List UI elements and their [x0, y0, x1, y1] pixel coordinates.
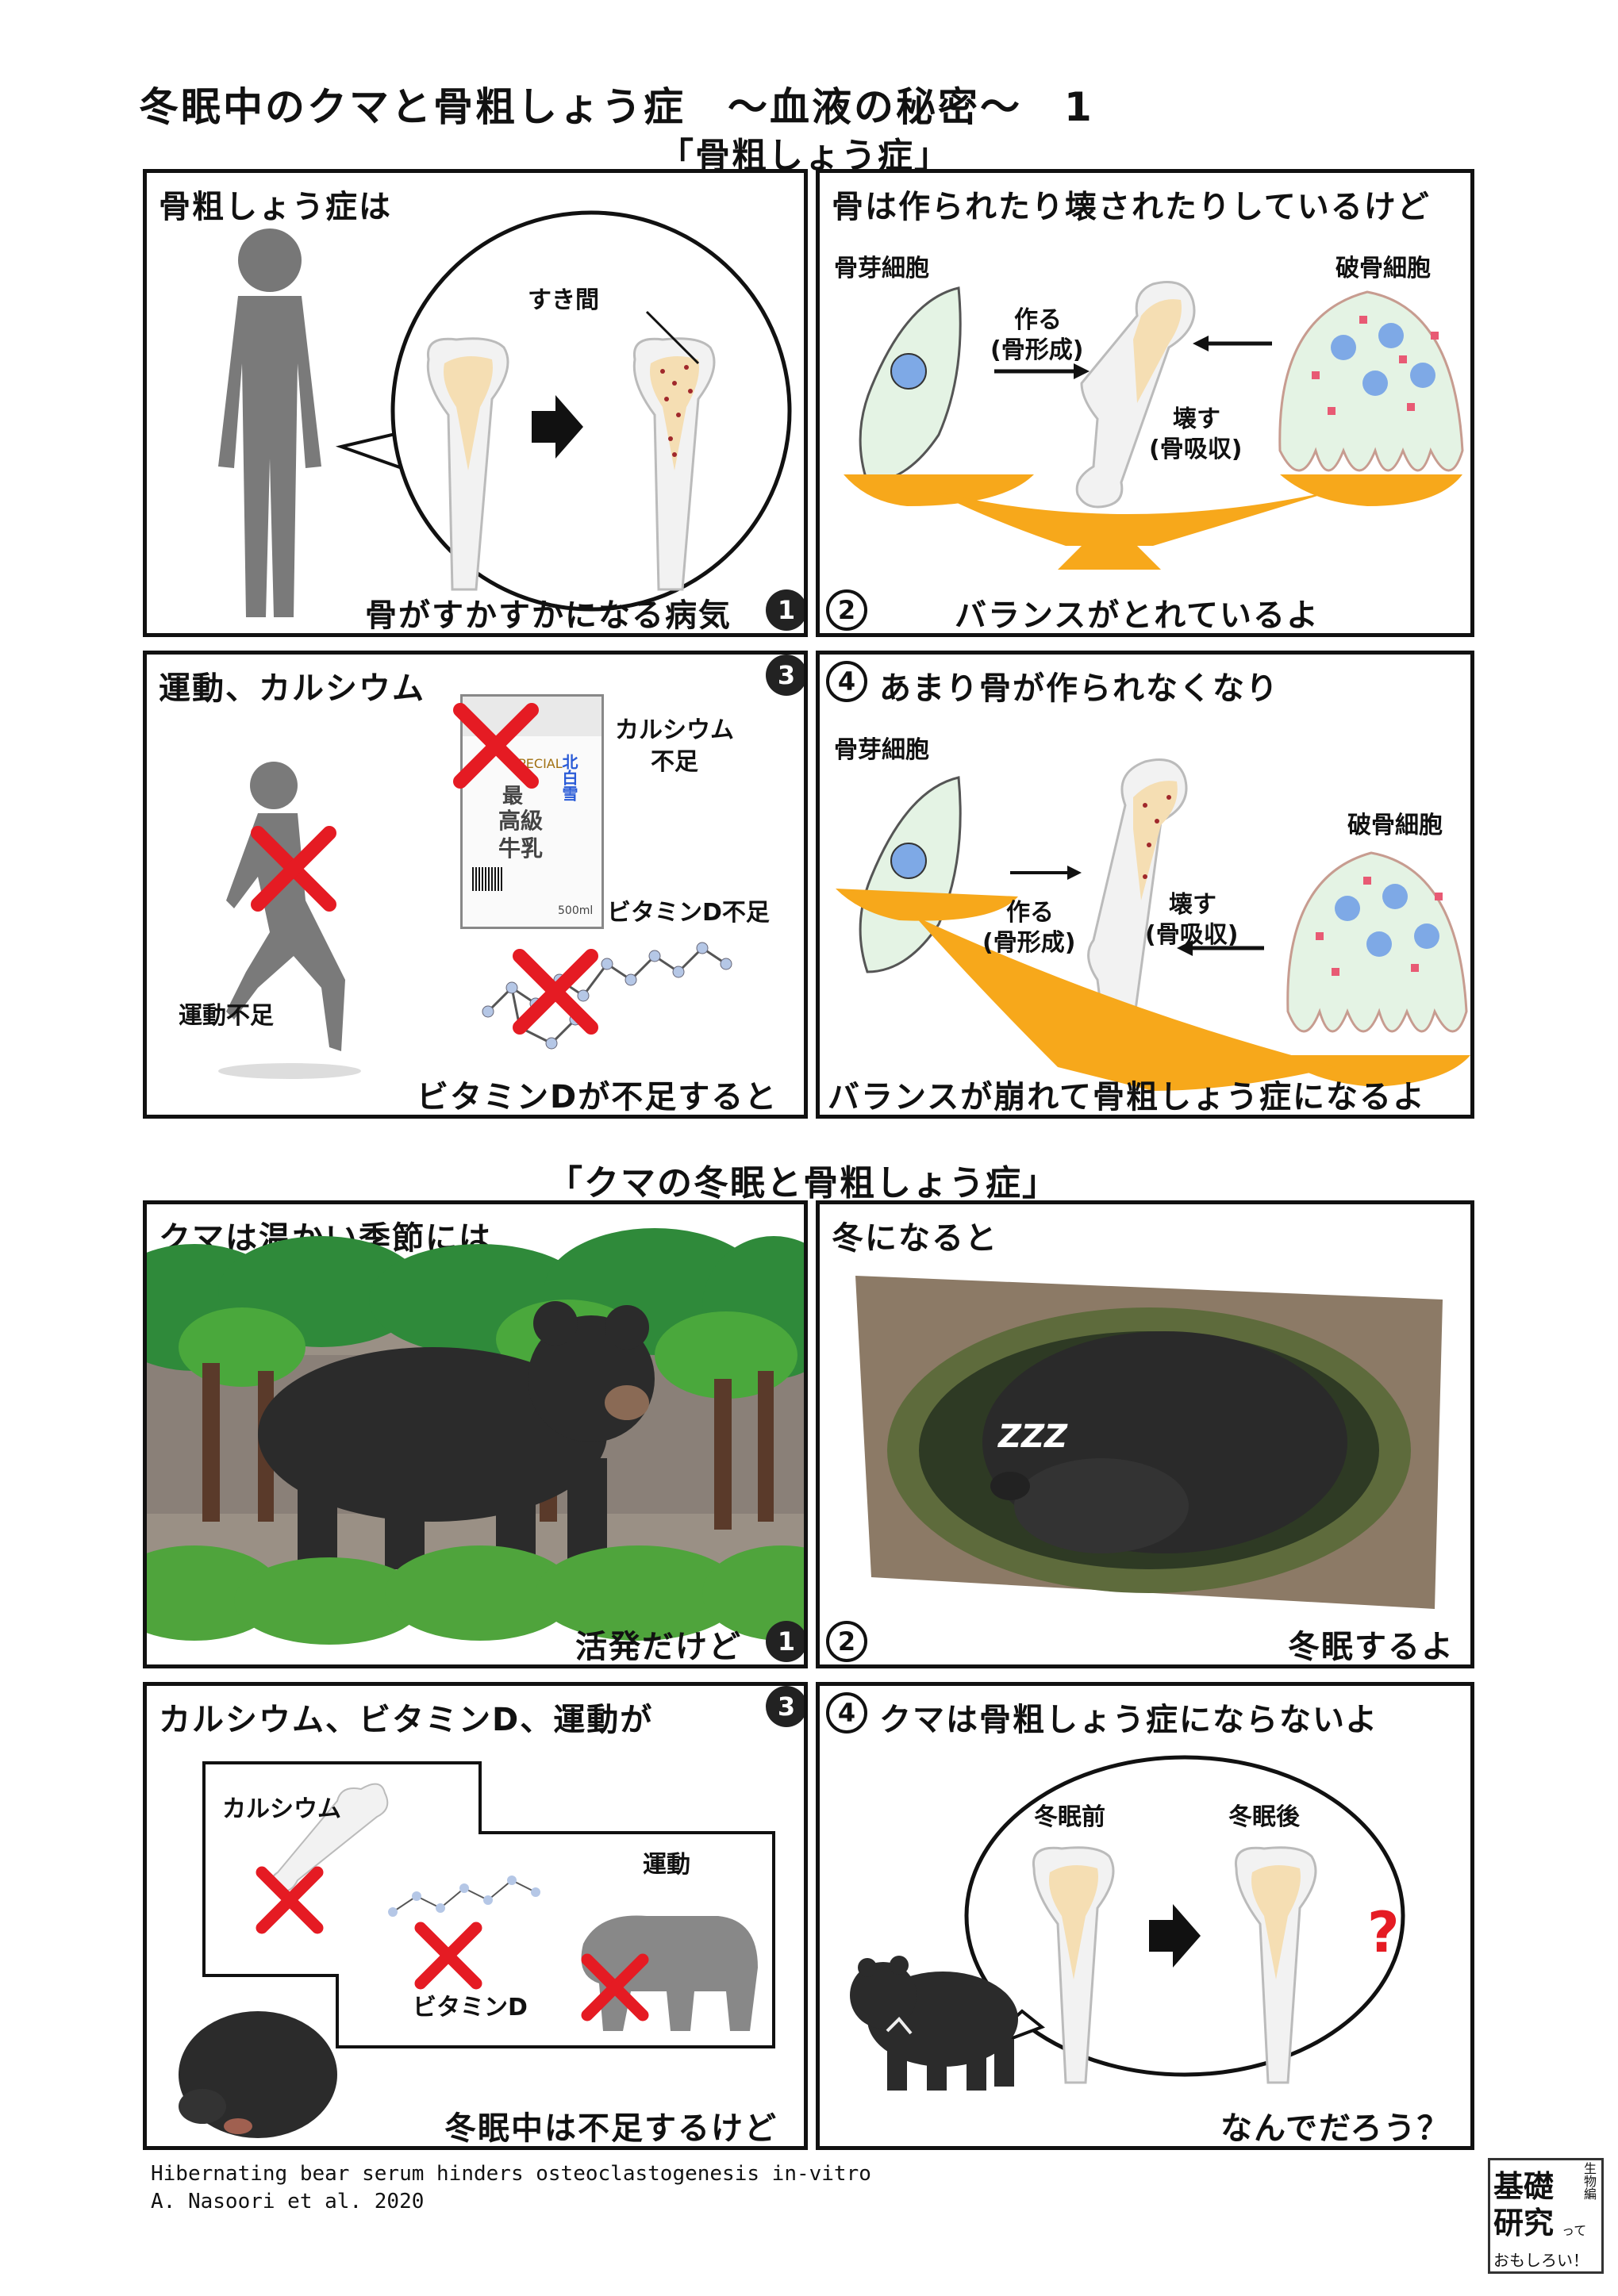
citation-author: A. Nasoori et al. 2020 [151, 2190, 425, 2213]
label-make-sub: (骨形成) [990, 336, 1084, 364]
label-calcium: カルシウム [615, 716, 734, 744]
panel-caption-bottom: 冬眠するよ [1288, 1629, 1455, 1665]
running-person [218, 762, 361, 1079]
panel-caption-top: 冬になると [832, 1220, 998, 1257]
panel-caption-bottom: なんでだろう？ [1220, 2110, 1451, 2147]
balance-scene [844, 281, 1464, 570]
milk-label-3: 牛乳 [498, 835, 544, 862]
label-after-hibernation: 冬眠後 [1228, 1803, 1300, 1831]
panel-caption-bottom: ビタミンDが不足すると [417, 1079, 778, 1115]
citation-title: Hibernating bear serum hinders osteoclas… [151, 2162, 871, 2186]
question-mark: ? [1367, 1900, 1400, 1965]
logo-text-3: 生物編 [1581, 2162, 1597, 2200]
logo-text-5: おもしろい！ [1493, 2251, 1589, 2270]
logo-text-4: って [1562, 2223, 1587, 2238]
panel-caption-top: 運動、カルシウム [159, 670, 425, 707]
logo-text-2: 研究 [1493, 2206, 1555, 2240]
cross-mark-icon [581, 1953, 649, 2021]
panel-caption-top: 骨粗しょう症は [159, 189, 392, 225]
bear-walking-illustration [850, 1956, 1018, 2091]
label-break-sub: (骨吸収) [1149, 436, 1243, 463]
panel-number: 1 [766, 1621, 804, 1662]
panel-number: 3 [766, 1686, 804, 1727]
arrow-icon [532, 395, 583, 459]
label-break-sub: (骨吸収) [1145, 921, 1239, 949]
panel-number: 2 [826, 1621, 867, 1662]
magnified-bones-circle [964, 1755, 1405, 2084]
panel-number: 3 [766, 655, 804, 696]
den-bear-illustration [855, 1276, 1443, 1609]
panel-caption-bottom: 活発だけど [575, 1629, 742, 1665]
label-vitamin-d: ビタミンD [413, 1994, 528, 2021]
panel-caption-bottom: 骨がすかすかになる病気 [365, 597, 732, 634]
panel-bear-hibernating: 冬になると ZZZ 2 冬眠するよ [816, 1200, 1474, 1668]
forest-bear-illustration [147, 1228, 804, 1645]
panel-caption-top: あまり骨が作られなくなり [879, 670, 1279, 707]
panel-caption-bottom: バランスがとれているよ [955, 597, 1320, 634]
label-calcium: カルシウム [222, 1795, 341, 1823]
label-osteoclast: 破骨細胞 [1347, 812, 1443, 839]
label-before-hibernation: 冬眠前 [1034, 1803, 1105, 1831]
panel-caption-bottom: バランスが崩れて骨粗しょう症になるよ [828, 1079, 1426, 1115]
cross-mark-icon [414, 1922, 482, 1990]
milk-label-2: 高級 [498, 808, 544, 834]
milk-volume: 500ml [558, 904, 594, 917]
label-make: 作る [1006, 899, 1054, 927]
logo-badge: 基礎 研究 生物編 って おもしろい！ [1488, 2158, 1604, 2274]
human-silhouette [218, 228, 321, 617]
cross-mark-icon [453, 703, 539, 789]
page-title: 冬眠中のクマと骨粗しょう症 〜血液の秘密〜 1 [139, 84, 1094, 130]
cross-mark-icon [251, 826, 336, 912]
arrow-icon [1149, 1904, 1201, 1968]
label-vitamin-d-lack: ビタミンD不足 [607, 899, 770, 927]
label-break: 壊す [1173, 405, 1220, 433]
cross-mark-icon [513, 949, 598, 1035]
imbalance-scene [836, 758, 1470, 1091]
panel-osteoporosis-definition: 骨粗しょう症は すき間 骨がすかすかになる病気 1 [143, 169, 808, 637]
panel-imbalance: 4 あまり骨が作られなくなり 骨芽細胞 破骨細胞 作る (骨形成) 壊す (骨吸… [816, 651, 1474, 1119]
label-gap: すき間 [528, 286, 599, 314]
milk-brand: 北白雪 [559, 754, 578, 801]
label-make-sub: (骨形成) [982, 929, 1076, 957]
label-make: 作る [1014, 306, 1062, 334]
label-osteoblast: 骨芽細胞 [834, 255, 929, 282]
panel-hibernation-deficits: カルシウム、ビタミンD、運動が 3 カルシウム 運動 ビタミンD 冬眠中は不足す… [143, 1682, 808, 2150]
section-title-bear-hibernation: 「クマの冬眠と骨粗しょう症」 [548, 1163, 1059, 1204]
label-calcium-lack: 不足 [651, 748, 698, 776]
label-exercise-lack: 運動不足 [179, 1002, 274, 1030]
milk-label-1: 最 [502, 785, 524, 808]
panel-caption-top: カルシウム、ビタミンD、運動が [159, 1702, 654, 1738]
label-osteoclast: 破骨細胞 [1336, 255, 1431, 282]
label-break: 壊す [1169, 891, 1216, 919]
panel-number: 1 [766, 589, 804, 631]
panel-caption-bottom: 冬眠中は不足するけど [444, 2110, 778, 2147]
logo-text-1: 基礎 [1493, 2169, 1555, 2204]
vitamin-d-molecule [482, 942, 732, 1050]
cross-mark-icon [256, 1866, 324, 1934]
label-osteoblast: 骨芽細胞 [834, 736, 929, 764]
panel-risk-factors: 運動、カルシウム 3 運動不足 SPECIAL 北白雪 最 高級 牛乳 500m… [143, 651, 808, 1119]
panel-number: 2 [826, 589, 867, 631]
panel-bear-active: クマは温かい季節には 活発だけど 1 [143, 1200, 808, 1668]
panel-number: 4 [826, 661, 867, 702]
panel-caption-top: 骨は作られたり壊されたりしているけど [832, 189, 1431, 225]
label-exercise: 運動 [643, 1851, 690, 1879]
panel-bear-no-osteoporosis: 4 クマは骨粗しょう症にならないよ 冬眠前 冬眠後 ? なんでだろう？ [816, 1682, 1474, 2150]
panel-caption-top: クマは骨粗しょう症にならないよ [879, 1702, 1379, 1738]
sleeping-bear-illustration [179, 2011, 337, 2138]
magnified-bone-circle [335, 210, 792, 612]
panel-bone-balance: 骨は作られたり壊されたりしているけど 骨芽細胞 破骨細胞 作る (骨形成) 壊す… [816, 169, 1474, 637]
zzz-sleep-text: ZZZ [998, 1419, 1068, 1455]
panel-number: 4 [826, 1692, 867, 1734]
